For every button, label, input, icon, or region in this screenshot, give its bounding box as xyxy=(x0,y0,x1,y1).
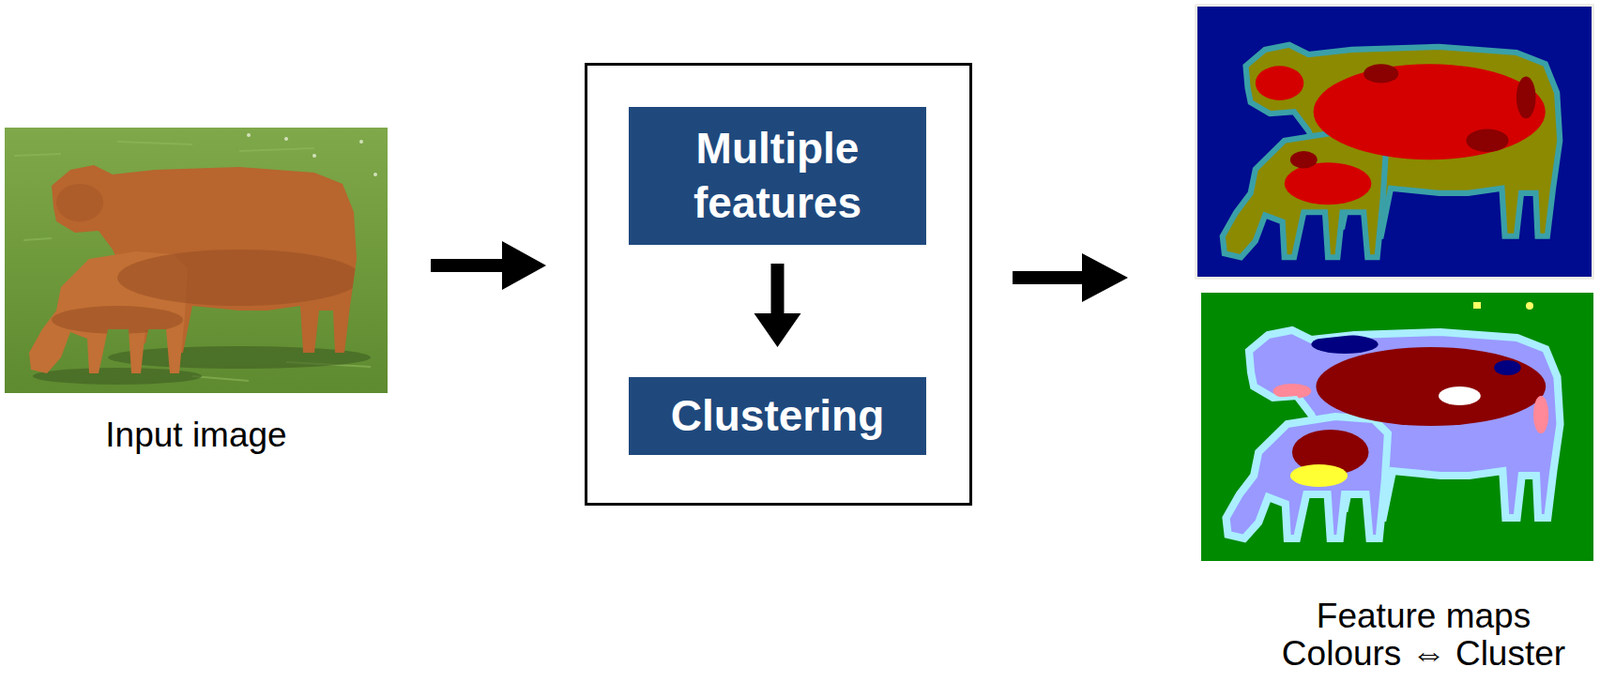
caption-text: Input image xyxy=(105,415,287,457)
caption-text: Colours ⇔ Cluster xyxy=(1281,634,1566,675)
box-label: Multiple features xyxy=(640,121,915,230)
feature-map xyxy=(1201,292,1594,562)
box-label: Clustering xyxy=(670,389,884,444)
feature-map xyxy=(1194,3,1595,280)
process-box: Multiple features xyxy=(628,106,927,245)
caption-text: Feature maps xyxy=(1316,596,1531,638)
flow-arrow xyxy=(1012,253,1128,303)
process-box: Clustering xyxy=(628,377,927,456)
input-photo xyxy=(4,127,388,394)
flow-arrow xyxy=(430,241,547,290)
process-frame xyxy=(586,64,972,505)
flow-arrow xyxy=(754,263,802,348)
